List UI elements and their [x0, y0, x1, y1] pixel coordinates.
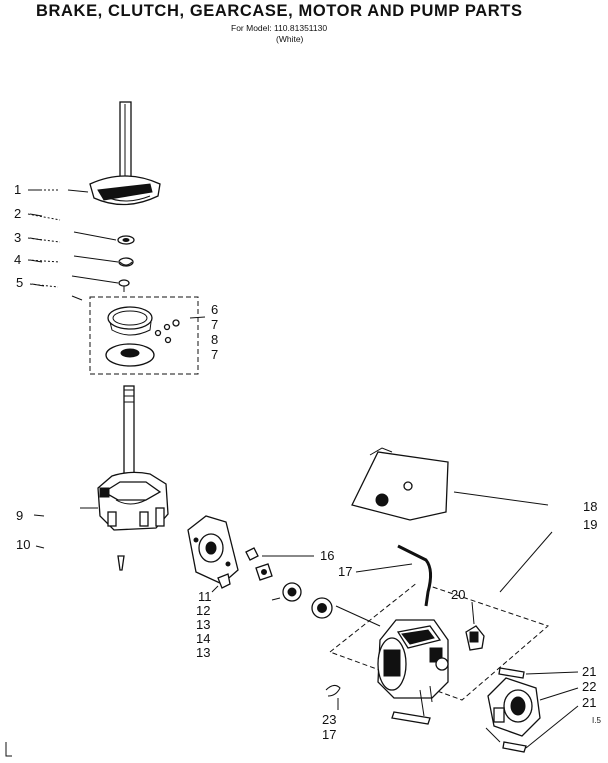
callout-5: 5 — [16, 275, 24, 290]
callout-13b: 13 — [196, 645, 211, 660]
callout-7b: 7 — [211, 347, 219, 362]
gearcase-assembly — [97, 385, 169, 531]
strap-17b — [391, 711, 431, 725]
diagram-code: I.5 — [592, 716, 601, 725]
clip-part — [118, 279, 130, 287]
corner-mark — [5, 742, 12, 757]
callout-19: 19 — [583, 517, 598, 532]
callout-14: 14 — [196, 631, 211, 646]
callout-23: 23 — [322, 712, 337, 727]
water-pump — [487, 677, 541, 737]
clutch-band — [107, 306, 153, 330]
clamp-21b — [502, 741, 527, 753]
page-title: BRAKE, CLUTCH, GEARCASE, MOTOR AND PUMP … — [36, 2, 523, 20]
drive-motor — [377, 619, 449, 717]
brake-shaft-assembly — [89, 101, 161, 206]
callout-2: 2 — [14, 206, 22, 221]
callout-7a: 7 — [211, 317, 219, 332]
callout-11: 11 — [198, 589, 212, 604]
callout-10: 10 — [16, 537, 31, 552]
callout-12: 12 — [196, 603, 211, 618]
callout-9: 9 — [16, 508, 24, 523]
model-number: For Model: 110.81351130 — [231, 23, 328, 33]
callout-4: 4 — [14, 252, 22, 267]
callout-17a: 17 — [338, 564, 353, 579]
color-note: (White) — [276, 34, 304, 44]
callout-17b: 17 — [322, 727, 337, 742]
callout-16: 16 — [320, 548, 335, 563]
callout-3: 3 — [14, 230, 22, 245]
gearcase-bolt — [117, 555, 125, 571]
clamp-21a — [498, 667, 525, 679]
callout-13a: 13 — [196, 617, 211, 632]
callout-21a: 21 — [582, 664, 597, 679]
clip-23 — [325, 684, 341, 697]
callout-18: 18 — [583, 499, 598, 514]
callout-8: 8 — [211, 332, 219, 347]
callout-1: 1 — [14, 182, 22, 197]
callout-21b: 21 — [582, 695, 597, 710]
clutch-kit-box — [89, 296, 199, 375]
callout-20: 20 — [451, 587, 466, 602]
callout-22: 22 — [582, 679, 597, 694]
motor-shield — [351, 451, 449, 521]
callout-6: 6 — [211, 302, 219, 317]
gearcase-cover — [187, 515, 239, 585]
